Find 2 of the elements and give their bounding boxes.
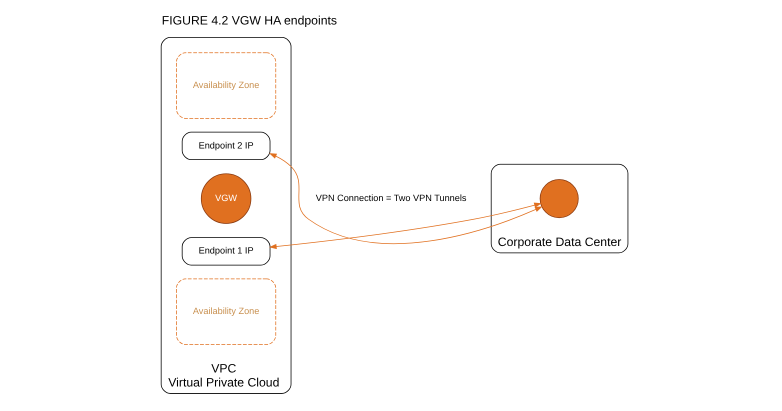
diagram-title: FIGURE 4.2 VGW HA endpoints <box>161 13 337 28</box>
label: VPN Connection = Two VPN Tunnels <box>315 192 466 203</box>
